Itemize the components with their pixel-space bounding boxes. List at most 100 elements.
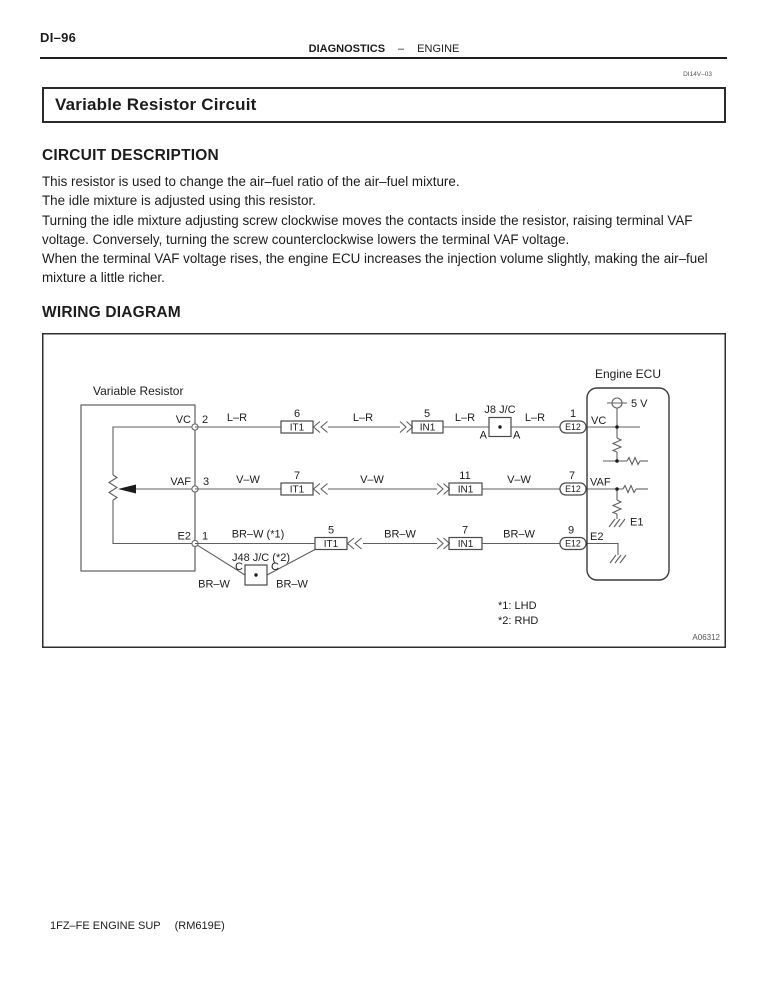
page-title: Variable Resistor Circuit [55,95,257,114]
wire-color-label: BR–W [503,529,535,541]
junction-dot-icon [498,425,502,429]
in1-connector [448,536,483,551]
wire-color-label: V–W [236,474,260,486]
ecu-junction-dots [615,425,619,491]
e12-label: E12 [565,422,581,432]
vc-terminal-pin: 2 [202,414,208,426]
vc-terminal-label: VC [176,414,191,426]
male-connector-icon [436,483,451,495]
it1-pin: 7 [294,470,300,482]
wire-color-label: V–W [360,474,384,486]
e12-connector [559,420,587,434]
j48-junction-box [244,564,268,586]
it1-label: IT1 [290,484,305,495]
e12-label: E12 [565,539,581,549]
e2-terminal-label: E2 [178,531,191,543]
engine-ecu-label: Engine ECU [595,367,661,381]
vaf-terminal-label: VAF [170,476,191,488]
in1-pin: 5 [424,408,430,420]
header-section: DIAGNOSTICS [308,43,386,55]
female-connector-icon [312,483,328,495]
e12-pin: 9 [568,525,574,537]
wiring-diagram-heading: WIRING DIAGRAM [42,304,181,321]
it1-label: IT1 [324,539,339,550]
wiper-arrow-icon [118,484,136,494]
j8-pin-right: A [513,430,521,442]
e12-pin: 7 [569,470,575,482]
doc-code: DI14V–03 [683,71,712,78]
female-connector-icon [312,421,328,433]
vaf-terminal-pin: 3 [203,476,209,488]
male-connector-icon [436,537,451,550]
junction-dot-icon [254,573,258,577]
wire-color-label: L–R [455,412,475,424]
variable-resistor-label: Variable Resistor [93,384,183,398]
header-subsection: ENGINE [417,43,460,55]
wire-color-label: BR–W (*1) [232,529,285,541]
resistor-symbol [611,437,623,453]
resistor-symbol [626,456,641,466]
ecu-e1-label: E1 [630,517,643,529]
j48-pin-left: C [235,561,243,573]
ground-icon-e2 [609,554,627,564]
description-paragraph: When the terminal VAF voltage rises, the… [42,251,708,286]
resistor-symbol [611,499,623,515]
e12-label: E12 [565,484,581,494]
ecu-vaf-label: VAF [590,477,611,489]
it1-pin: 5 [328,525,334,537]
in1-label: IN1 [420,422,436,433]
wire-color-label: V–W [507,474,531,486]
variable-resistor-box [80,404,196,572]
description-paragraph: The idle mixture is adjusted using this … [42,193,316,209]
running-header: DIAGNOSTICS–ENGINE [0,43,768,55]
header-rule [40,57,727,59]
it1-pin: 6 [294,408,300,420]
variable-resistor-internal-wires [107,426,195,545]
in1-label: IN1 [458,484,474,495]
wire-color-label: L–R [353,412,373,424]
page-footer: 1FZ–FE ENGINE SUP(RM619E) [50,920,225,932]
j8-pin-left: A [480,430,488,442]
note-lhd: *1: LHD [498,600,537,612]
engine-ecu-box [586,387,670,581]
j48-junction-label: J48 J/C (*2) [232,552,290,564]
e2-terminal-pin: 1 [202,531,208,543]
in1-connector [411,420,444,434]
e12-connector [559,536,587,551]
wire-color-label: BR–W [276,579,308,591]
male-connector-icon [399,421,414,433]
title-box: Variable Resistor Circuit [42,87,726,123]
ecu-internal-circuit [603,397,648,564]
circuit-description-heading: CIRCUIT DESCRIPTION [42,147,219,164]
e2-row-wires [195,542,619,576]
j48-pin-right: C [271,561,279,573]
circuit-description-text: This resistor is used to change the air–… [42,172,734,288]
page-number: DI–96 [40,30,77,45]
header-separator: – [398,43,405,55]
it1-label: IT1 [290,422,305,433]
female-connector-icon [346,537,362,550]
wire-color-label: BR–W [384,529,416,541]
wire-color-label: BR–W [198,579,230,591]
e12-connector [559,482,587,496]
description-paragraph: This resistor is used to change the air–… [42,174,460,189]
ecu-e2-label: E2 [590,531,603,543]
figure-id: A06312 [692,633,720,642]
j8-junction-label: J8 J/C [484,404,515,416]
in1-connector [448,482,483,496]
e12-pin: 1 [570,408,576,420]
in1-pin: 11 [459,470,470,482]
resistor-symbol [622,484,637,494]
in1-label: IN1 [458,539,474,550]
resistor-symbol [107,474,119,501]
supply-voltage-label: 5 V [631,398,648,410]
diagram-border [42,333,726,648]
j8-junction-box [488,416,512,438]
footer-manual-name: 1FZ–FE ENGINE SUP [50,920,161,932]
wiring-diagram-figure: A06312 Variable Resistor VC 2 VAF 3 E2 1… [42,333,726,648]
note-rhd: *2: RHD [498,615,538,627]
ground-icon-e1 [608,518,626,528]
in1-pin: 7 [462,525,468,537]
ecu-vc-label: VC [591,415,606,427]
wire-color-label: L–R [227,412,247,424]
